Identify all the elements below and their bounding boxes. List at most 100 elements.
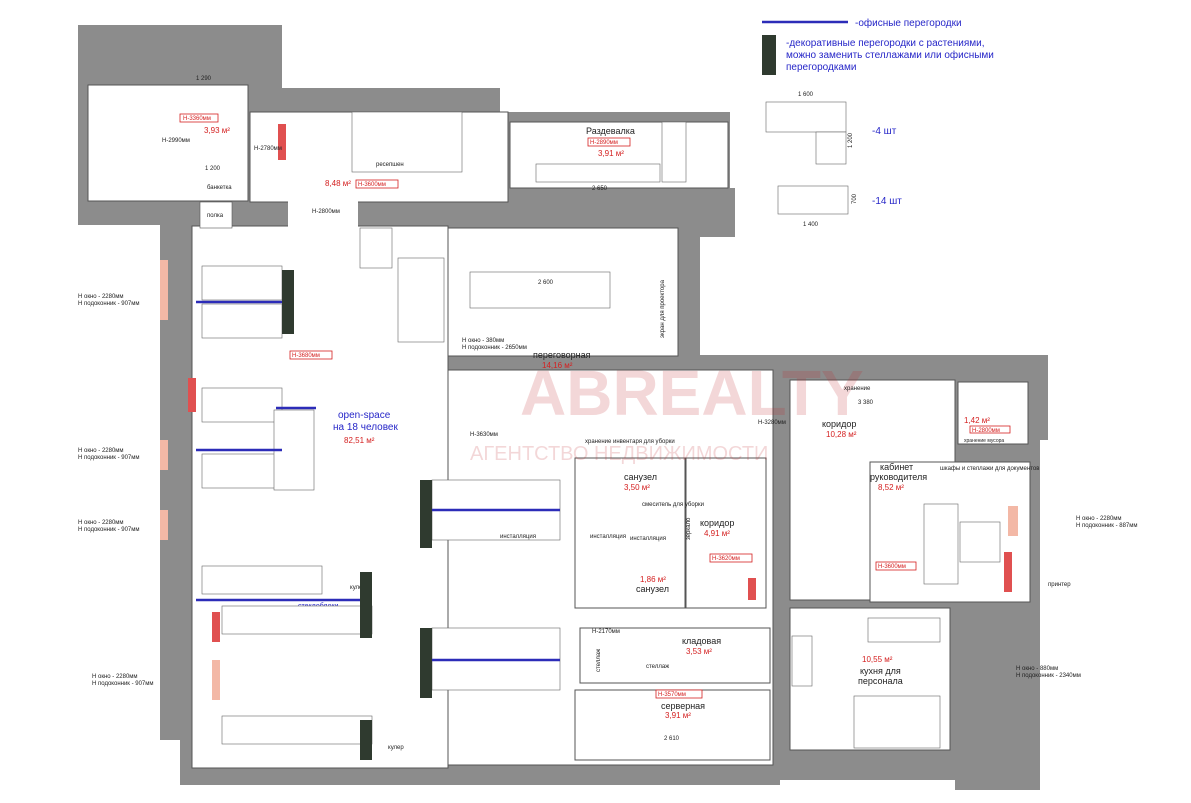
svg-text:переговорная: переговорная: [533, 350, 591, 360]
pantry-server: H-2170мм кладовая 3,53 м² стеллаж стелла…: [592, 629, 721, 742]
legend-decor-2: можно заменить стеллажами или офисными: [786, 49, 994, 61]
workstations: [196, 227, 611, 760]
svg-text:хранение инвентаря для уборки: хранение инвентаря для уборки: [585, 439, 675, 445]
svg-text:инсталляция: инсталляция: [630, 536, 666, 542]
svg-text:H подоконник - 907мм: H подоконник - 907мм: [78, 301, 140, 307]
svg-text:4,91 м²: 4,91 м²: [704, 529, 730, 538]
openspace-label: open-space: [338, 410, 391, 421]
corridor-2: хранение 3 380 коридор 10,28 м² H-3280мм: [758, 386, 874, 439]
legend-dim: 700: [852, 193, 858, 204]
svg-text:стеллаж: стеллаж: [646, 664, 669, 670]
svg-text:ресепшен: ресепшен: [376, 162, 404, 168]
svg-text:H окно - 2280мм: H окно - 2280мм: [78, 294, 124, 300]
svg-text:хранение: хранение: [844, 386, 871, 392]
legend-count-big: -4 шт: [872, 126, 897, 137]
watermark-sub: АГЕНТСТВО НЕДВИЖИМОСТИ: [470, 443, 768, 465]
svg-text:хранение мусора: хранение мусора: [964, 438, 1004, 444]
cooler-label: кулер: [350, 585, 366, 591]
svg-text:коридор: коридор: [822, 419, 856, 429]
svg-text:смеситель для уборки: смеситель для уборки: [642, 502, 704, 508]
legend-decor-1: -декоративные перегородки с растениями,: [786, 38, 984, 49]
svg-text:коридор: коридор: [700, 518, 734, 528]
svg-text:кухня для: кухня для: [860, 666, 901, 676]
svg-text:H окно - 2280мм: H окно - 2280мм: [92, 674, 138, 680]
svg-text:кладовая: кладовая: [682, 636, 721, 646]
svg-text:1,42 м²: 1,42 м²: [964, 416, 990, 425]
svg-text:3,53 м²: 3,53 м²: [686, 647, 712, 656]
svg-text:H-2170мм: H-2170мм: [592, 629, 620, 635]
svg-text:14,16 м²: 14,16 м²: [542, 361, 573, 370]
svg-text:санузел: санузел: [624, 472, 657, 482]
svg-text:H окно - 2280мм: H окно - 2280мм: [78, 448, 124, 454]
meeting-room: переговорная 14,16 м² 2 600 экран для пр…: [462, 279, 666, 370]
director-office: кабинет руководителя 8,52 м² шкафы и сте…: [870, 462, 1071, 592]
svg-text:H-3570мм: H-3570мм: [658, 692, 686, 698]
svg-text:H-3620мм: H-3620мм: [712, 556, 740, 562]
svg-text:H окно - 2280мм: H окно - 2280мм: [78, 520, 124, 526]
svg-text:10,55 м²: 10,55 м²: [862, 655, 893, 664]
wall-accents: [160, 260, 756, 700]
svg-text:H-3600мм: H-3600мм: [878, 564, 906, 570]
trash-room: 1,42 м² H-2800мм хранение мусора: [964, 416, 1011, 444]
svg-text:H подоконник - 2650мм: H подоконник - 2650мм: [462, 345, 527, 351]
svg-text:H подоконник - 907мм: H подоконник - 907мм: [78, 527, 140, 533]
kitchen: 10,55 м² кухня для персонала: [791, 617, 941, 749]
svg-text:2 650: 2 650: [592, 186, 608, 192]
svg-text:2 610: 2 610: [664, 736, 680, 742]
svg-text:2 600: 2 600: [538, 280, 554, 286]
svg-text:H-3680мм: H-3680мм: [292, 353, 320, 359]
svg-text:принтер: принтер: [1048, 582, 1071, 588]
svg-text:санузел: санузел: [636, 584, 669, 594]
svg-text:H-3360мм: H-3360мм: [183, 116, 211, 122]
legend-dim: 1 400: [803, 222, 819, 228]
svg-text:1 200: 1 200: [205, 166, 221, 172]
svg-text:H-2990мм: H-2990мм: [162, 138, 190, 144]
svg-text:кабинет: кабинет: [880, 462, 913, 472]
svg-text:серверная: серверная: [661, 701, 705, 711]
reception: H-2780мм ресепшен 8,48 м² H-3600мм H-280…: [254, 111, 463, 215]
wc-block: хранение инвентаря для уборки санузел 3,…: [500, 439, 753, 594]
svg-text:H подоконник - 887мм: H подоконник - 887мм: [1076, 523, 1138, 529]
plant-icon: [762, 35, 776, 75]
svg-text:H окно - 2280мм: H окно - 2280мм: [1076, 516, 1122, 522]
tambour: 1 290 H-3360мм 3,93 м² H-2990мм 1 200 ба…: [162, 76, 232, 219]
svg-text:H окно - 880мм: H окно - 880мм: [1016, 666, 1058, 672]
legend-decor-3: перегородками: [786, 62, 856, 73]
svg-text:1 290: 1 290: [196, 76, 212, 82]
banquet-label: банкетка: [207, 185, 232, 191]
openspace-capacity: на 18 человек: [333, 422, 398, 433]
svg-text:персонала: персонала: [858, 676, 903, 686]
svg-text:H-2800мм: H-2800мм: [972, 428, 1000, 434]
svg-text:шкафы и стеллажи для документо: шкафы и стеллажи для документов: [940, 466, 1039, 472]
svg-text:8,52 м²: 8,52 м²: [878, 483, 904, 492]
svg-text:H-2780мм: H-2780мм: [254, 146, 282, 152]
svg-text:инсталляция: инсталляция: [590, 534, 626, 540]
svg-text:10,28 м²: 10,28 м²: [826, 430, 857, 439]
svg-text:H-3600мм: H-3600мм: [358, 182, 386, 188]
svg-text:H подоконник - 907мм: H подоконник - 907мм: [78, 455, 140, 461]
svg-text:3,91 м²: 3,91 м²: [665, 711, 691, 720]
svg-text:стеллаж: стеллаж: [596, 649, 602, 672]
svg-text:H-3280мм: H-3280мм: [758, 420, 786, 426]
svg-text:зеркало: зеркало: [686, 517, 692, 540]
svg-text:руководителя: руководителя: [870, 472, 927, 482]
wardrobe: Раздевалка H-2890мм 3,91 м² 2 650: [535, 121, 687, 192]
openspace-area: 82,51 м²: [344, 436, 375, 445]
svg-text:3,50 м²: 3,50 м²: [624, 483, 650, 492]
shelf-label: полка: [207, 213, 224, 219]
svg-text:экран для проектора: экран для проектора: [660, 279, 666, 338]
legend-partition: -офисные перегородки: [855, 17, 962, 29]
window-labels: H окно - 2280мм H подоконник - 907мм H о…: [78, 294, 1138, 687]
svg-text:H-2890мм: H-2890мм: [590, 140, 618, 146]
legend-count-small: -14 шт: [872, 196, 902, 207]
svg-text:Раздевалка: Раздевалка: [586, 126, 635, 136]
svg-text:8,48 м²: 8,48 м²: [325, 179, 351, 188]
legend: -офисные перегородки -декоративные перег…: [762, 17, 994, 228]
watermark: ABREALTY АГЕНТСТВО НЕДВИЖИМОСТИ: [470, 357, 864, 465]
watermark-brand: ABREALTY: [520, 357, 864, 429]
svg-text:H подоконник - 2340мм: H подоконник - 2340мм: [1016, 673, 1081, 679]
svg-text:H подоконник - 907мм: H подоконник - 907мм: [92, 681, 154, 687]
svg-text:H окно - 380мм: H окно - 380мм: [462, 338, 504, 344]
svg-text:1,86 м²: 1,86 м²: [640, 575, 666, 584]
